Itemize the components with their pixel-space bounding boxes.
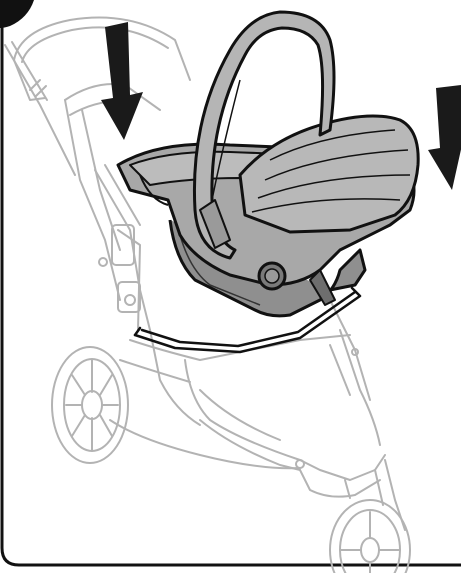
down-arrow-icon (101, 22, 143, 140)
down-arrow-icon (428, 85, 461, 190)
infant-car-seat (118, 12, 418, 316)
seat-canopy (240, 116, 418, 232)
step-badge (0, 0, 34, 28)
